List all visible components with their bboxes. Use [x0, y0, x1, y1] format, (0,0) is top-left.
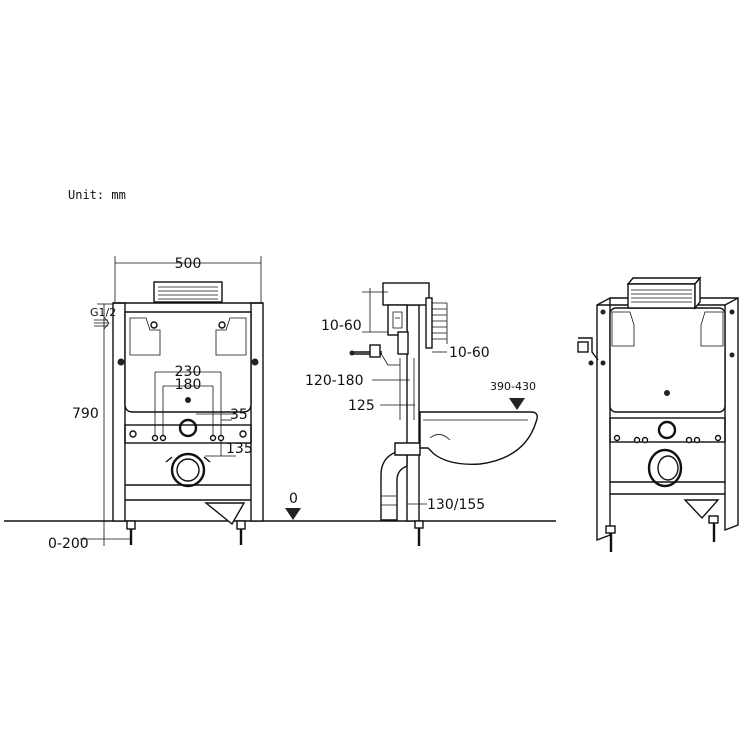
dim-offset-top: 35 — [230, 407, 248, 423]
dim-height: 790 — [72, 406, 99, 422]
bolt-hole-2 — [159, 434, 167, 442]
dim-bracket-depth: 10-60 — [449, 345, 490, 361]
bolt-hole-3 — [209, 434, 217, 442]
dim-drain-height: 130/155 — [427, 497, 485, 513]
clip-left — [150, 321, 158, 329]
bolt-hole-4 — [217, 434, 225, 442]
dim-bolt-height: 120-180 — [305, 373, 364, 389]
dim-spacing-outer: 230 — [175, 364, 202, 380]
bowl-height-label: 390-430 — [490, 380, 536, 393]
dim-spacing-inner: 180 — [175, 377, 202, 393]
clip-right — [218, 321, 226, 329]
iso-post-left — [596, 296, 611, 542]
floor-marker-icon — [285, 508, 301, 520]
frame-post-left — [112, 302, 126, 522]
side-flush-plate — [382, 282, 430, 306]
foot-right — [236, 520, 246, 530]
bolt-hole-1 — [151, 434, 159, 442]
panel-hole-1 — [129, 430, 137, 438]
mounting-panel — [124, 424, 252, 444]
iso-cistern — [609, 307, 726, 413]
side-frame-post — [406, 304, 420, 522]
foot-left — [126, 520, 136, 530]
bowl-height-marker-icon — [509, 398, 525, 410]
side-drain-collar — [394, 442, 421, 456]
dim-width: 500 — [175, 256, 202, 272]
side-toilet-bowl — [419, 411, 538, 465]
floor-level-label: 0 — [289, 491, 298, 507]
iso-post-right — [724, 296, 739, 532]
side-drain-bend — [380, 447, 408, 521]
front-view: 500 790 0-200 G1/2 230 180 35 135 — [48, 256, 264, 552]
valve-point — [185, 397, 191, 403]
dim-axis-depth: 125 — [348, 398, 375, 414]
side-valve — [397, 331, 409, 355]
drain-elbow — [204, 502, 246, 526]
side-button-plate — [425, 297, 433, 349]
cistern-body — [124, 311, 252, 413]
side-view: 0 390-430 10-60 10-60 120-180 125 130/15… — [285, 282, 538, 546]
dim-offset-drain: 135 — [226, 441, 253, 457]
fixing-hole-right — [251, 358, 259, 366]
unit-label: Unit: mm — [68, 188, 126, 202]
cistern-mount-right — [215, 317, 247, 356]
side-cistern-box — [387, 304, 408, 336]
inlet-pipe — [178, 418, 198, 438]
inlet-arrow-icon — [94, 316, 110, 330]
iso-drain — [647, 448, 683, 488]
dim-button-depth: 10-60 — [321, 318, 362, 334]
iso-panel — [609, 417, 726, 443]
dim-leg-adjust: 0-200 — [48, 536, 89, 552]
frame-post-right — [250, 302, 264, 522]
perspective-view — [577, 276, 739, 552]
cistern-mount-left — [129, 317, 161, 356]
drain-outlet — [170, 452, 206, 488]
fixing-hole-left — [117, 358, 125, 366]
iso-inlet — [657, 420, 677, 440]
iso-side-valve — [578, 337, 599, 361]
iso-flush-plate — [627, 283, 696, 309]
panel-hole-2 — [239, 430, 247, 438]
inlet-thread-label: G1/2 — [90, 306, 116, 319]
